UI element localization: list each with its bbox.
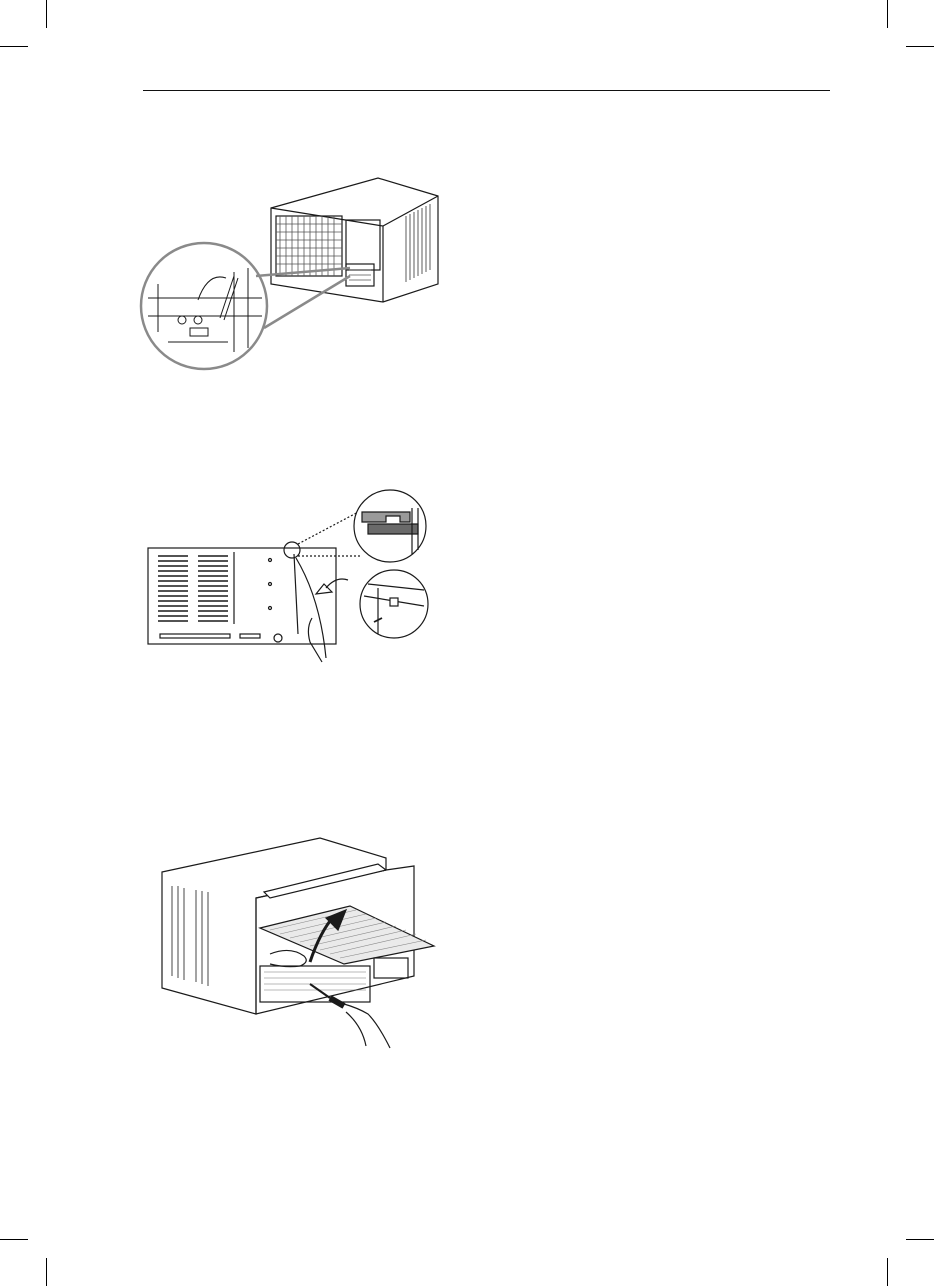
- crop-mark-top-left-h: [0, 46, 28, 47]
- crop-mark-top-right-h: [906, 46, 934, 47]
- header-rule: [143, 90, 830, 91]
- crop-mark-bottom-right-v: [887, 1258, 888, 1286]
- filter-removal-screwdriver-illustration-icon: [160, 836, 430, 1046]
- crop-mark-top-left-v: [46, 0, 47, 28]
- front-grille-latch-illustration-icon: [146, 484, 436, 664]
- unit-detail-magnifier-illustration-icon: [138, 172, 468, 374]
- crop-mark-bottom-left-h: [0, 1239, 28, 1240]
- crop-mark-top-right-v: [887, 0, 888, 28]
- crop-mark-bottom-left-v: [46, 1258, 47, 1286]
- crop-mark-bottom-right-h: [906, 1239, 934, 1240]
